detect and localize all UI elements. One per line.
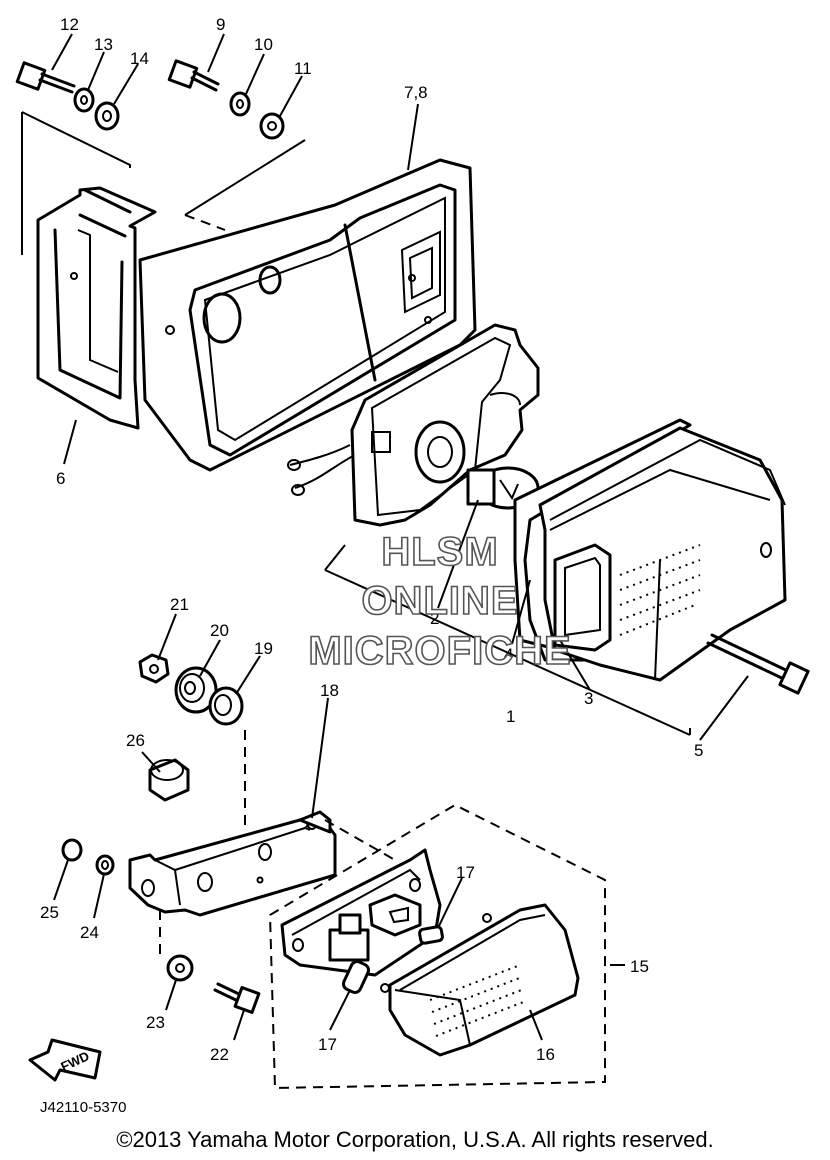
callout-1: 1 <box>506 707 515 726</box>
bulb-17-upper <box>418 925 444 945</box>
bolt-22 <box>213 982 261 1014</box>
washer-24 <box>95 854 115 876</box>
nut-25 <box>61 838 83 862</box>
nut-21 <box>138 653 170 684</box>
washer-13 <box>73 87 95 113</box>
callout-5: 5 <box>694 741 703 760</box>
copyright-notice: ©2013 Yamaha Motor Corporation, U.S.A. A… <box>116 1127 713 1152</box>
callout-23: 23 <box>146 1013 165 1032</box>
callout-15: 15 <box>630 957 649 976</box>
callout-7-8: 7,8 <box>404 83 428 102</box>
callout-13: 13 <box>94 35 113 54</box>
watermark-line-3: MICROFICHE <box>308 629 571 673</box>
callout-18: 18 <box>320 681 339 700</box>
license-light-assembly-15 <box>268 803 606 1090</box>
watermark-line-2: ONLINE <box>361 579 518 623</box>
collar-19 <box>208 686 244 726</box>
callout-17-lower: 17 <box>318 1035 337 1054</box>
callout-22: 22 <box>210 1045 229 1064</box>
watermark-line-1: HLSM <box>381 530 498 574</box>
callout-12: 12 <box>60 15 79 34</box>
base-plate-2 <box>350 323 540 527</box>
callout-17-upper: 17 <box>456 863 475 882</box>
callout-20: 20 <box>210 621 229 640</box>
callout-3: 3 <box>584 689 593 708</box>
leader-lines <box>51 33 749 1041</box>
callout-6: 6 <box>56 469 65 488</box>
washer-23 <box>166 954 194 982</box>
lens-16 <box>380 903 580 1057</box>
washer-14 <box>94 101 120 131</box>
callout-10: 10 <box>254 35 273 54</box>
washer-10 <box>229 91 251 117</box>
callout-24: 24 <box>80 923 99 942</box>
wire-leads <box>287 444 356 496</box>
bolt-9 <box>167 59 220 92</box>
part-code: J42110-5370 <box>40 1099 126 1116</box>
callout-21: 21 <box>170 595 189 614</box>
light-base <box>280 848 442 977</box>
callout-26: 26 <box>126 731 145 750</box>
fwd-arrow-icon <box>28 1038 102 1082</box>
nut-11 <box>259 112 285 140</box>
housing-7-8 <box>138 158 477 472</box>
callout-19: 19 <box>254 639 273 658</box>
grommet-20 <box>174 666 218 714</box>
bracket-6 <box>36 186 157 430</box>
callout-25: 25 <box>40 903 59 922</box>
bulb-4 <box>466 466 540 510</box>
bolt-12 <box>15 61 76 94</box>
callout-11: 11 <box>294 59 312 78</box>
lens-3 <box>513 418 787 682</box>
license-bracket-18 <box>128 730 337 917</box>
callout-14: 14 <box>130 49 149 68</box>
callout-2: 2 <box>430 609 439 628</box>
callout-16: 16 <box>536 1045 555 1064</box>
screw-5 <box>706 633 810 695</box>
callout-4: 4 <box>504 645 513 664</box>
callout-9: 9 <box>216 15 225 34</box>
